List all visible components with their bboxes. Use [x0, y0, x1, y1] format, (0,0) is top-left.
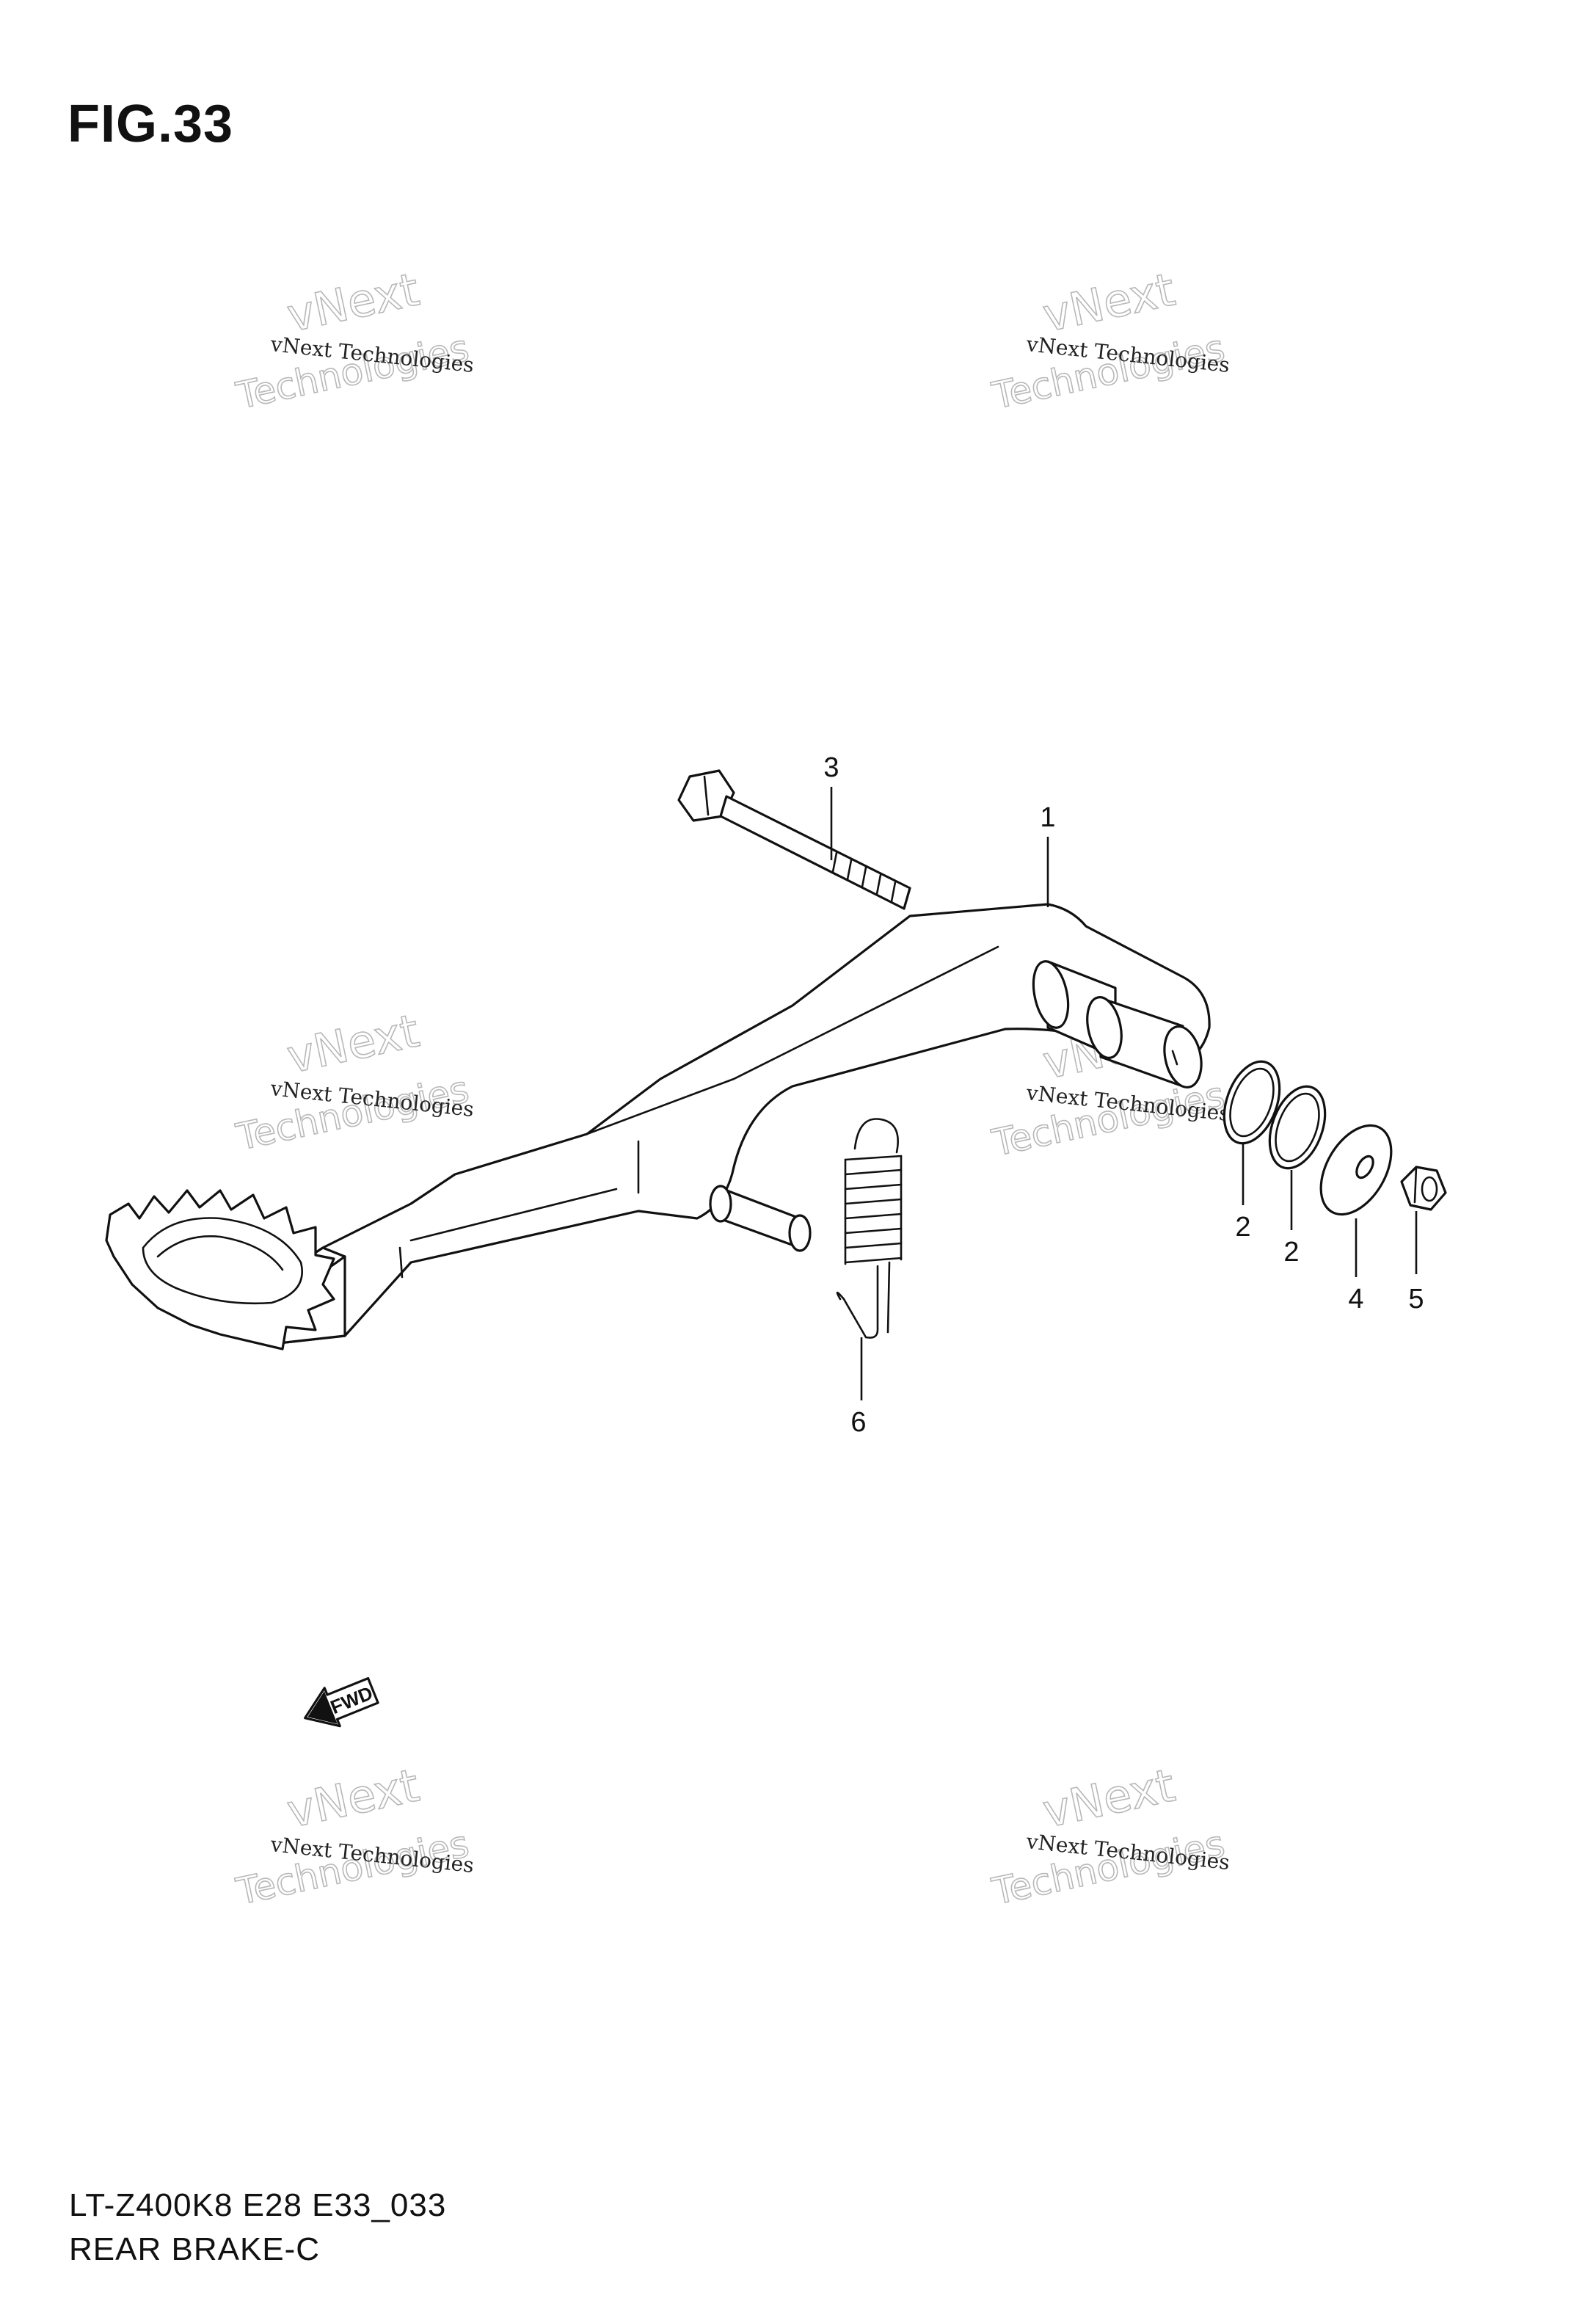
nut [1400, 1166, 1447, 1211]
figure-title: FIG.33 [68, 95, 234, 153]
callout-1: 1 [1040, 802, 1055, 833]
watermark-top-left: vNext Technologies [232, 262, 473, 418]
o-ring-b [1268, 1085, 1327, 1170]
o-ring-a [1222, 1060, 1281, 1145]
watermark-top-right: vNext Technologies [988, 262, 1229, 418]
pivot-bolt [677, 769, 911, 910]
callout-3: 3 [823, 752, 839, 783]
leader-lines [830, 787, 1418, 1400]
callout-labels: 3 1 2 2 4 5 6 [823, 752, 1424, 1438]
watermark-vnext: vNext [283, 1004, 423, 1084]
pedal-footrest [105, 1189, 335, 1351]
callout-4: 4 [1348, 1284, 1363, 1315]
fwd-arrow-icon: FWD [304, 1676, 379, 1728]
model-code: LT-Z400K8 E28 E33_033 [69, 2187, 447, 2223]
watermark-vnext: vNext [1038, 1759, 1179, 1839]
watermark-vnext: vNext [283, 1759, 423, 1839]
section-name: REAR BRAKE-C [69, 2231, 321, 2267]
brake-pedal [255, 903, 1211, 1345]
callout-5: 5 [1408, 1284, 1424, 1315]
watermark-vnext: vNext [1038, 263, 1179, 343]
watermark-bottom-right: vNext Technologies [988, 1758, 1229, 1914]
callout-2a: 2 [1235, 1212, 1250, 1243]
watermark-bottom-left: vNext Technologies [232, 1758, 473, 1914]
watermark-vnext: vNext [283, 263, 423, 343]
watermark-mid-left: vNext Technologies [232, 1003, 473, 1160]
return-spring [836, 1118, 903, 1339]
washer [1319, 1124, 1393, 1216]
callout-6: 6 [850, 1407, 866, 1438]
callout-2b: 2 [1283, 1237, 1299, 1268]
